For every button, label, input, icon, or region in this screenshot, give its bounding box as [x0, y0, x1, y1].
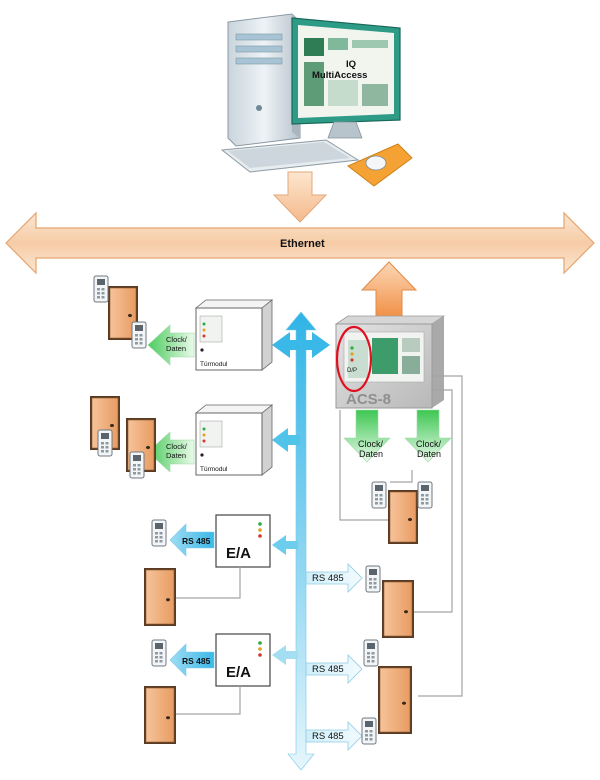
- acs8-clock-label-2b: Daten: [417, 449, 441, 459]
- io-module-2: E/A: [215, 633, 271, 687]
- door-module-2: Türmodul: [194, 404, 274, 476]
- door-icon: [382, 580, 414, 638]
- acs8-to-ethernet-arrow: [360, 261, 418, 323]
- door-module-1-clock-b: Daten: [166, 344, 186, 353]
- rs485-right-2-label: RS 485: [312, 664, 344, 675]
- rs485-right-3-label: RS 485: [312, 731, 344, 742]
- io-module-2-rs485-label: RS 485: [182, 656, 211, 666]
- acs8-clock-label-1b: Daten: [359, 449, 383, 459]
- computer-to-ethernet-arrow: [272, 171, 328, 223]
- card-reader-icon: [365, 565, 381, 593]
- card-reader-icon: [151, 519, 167, 547]
- ethernet-label: Ethernet: [280, 238, 325, 250]
- door-module-2-clock-a: Clock/: [166, 442, 188, 451]
- rs485-right-3: RS 485: [305, 721, 363, 751]
- io-module-1-rs485-label: RS 485: [182, 536, 211, 546]
- rs485-right-1: RS 485: [305, 563, 363, 593]
- acs8-clock-label-1a: Clock/: [358, 439, 384, 449]
- rs485-right-2: RS 485: [305, 654, 363, 684]
- door-icon: [388, 490, 418, 544]
- card-reader-icon: [371, 481, 387, 509]
- rs485-right-1-label: RS 485: [312, 573, 344, 584]
- readers-group: [93, 275, 433, 745]
- controller-badge: D/P: [347, 368, 357, 374]
- bus-branch-upper-right: [302, 332, 330, 358]
- card-reader-icon: [93, 275, 109, 303]
- door-module-1-clock-a: Clock/: [166, 335, 188, 344]
- card-reader-icon: [129, 451, 145, 479]
- door-module-1: Türmodul: [194, 299, 274, 371]
- controller-wiring: [339, 375, 463, 697]
- acs8-clock-arrow-2: Clock/ Daten: [404, 409, 452, 463]
- io-module-2-name: E/A: [226, 664, 251, 681]
- door-icon: [144, 568, 176, 626]
- door-icon: [144, 686, 176, 744]
- door-module-2-name: Türmodul: [200, 466, 228, 473]
- io-module-1-name: E/A: [226, 545, 251, 562]
- acs8-controller: D/P ACS-8: [334, 315, 446, 409]
- io-module-2-rs485-arrow: RS 485: [169, 643, 215, 677]
- bus-branch-second-left: [272, 428, 300, 452]
- door-module-2-clock-arrow: Clock/ Daten: [147, 431, 195, 473]
- bus-branch-ea-2: [272, 645, 298, 665]
- card-reader-icon: [97, 429, 113, 457]
- bus-branch-upper-left: [272, 332, 300, 358]
- door-module-1-clock-arrow: Clock/ Daten: [147, 324, 195, 366]
- io-wiring: [176, 567, 241, 715]
- screen-label-line2: MultiAccess: [312, 70, 367, 81]
- door-module-1-name: Türmodul: [200, 361, 228, 368]
- card-reader-icon: [151, 639, 167, 667]
- screen-label-line1: IQ: [346, 59, 356, 70]
- bus-branch-ea-1: [272, 535, 298, 555]
- acs8-clock-label-2a: Clock/: [416, 439, 442, 449]
- highlight-circle: [335, 325, 373, 393]
- card-reader-icon: [361, 717, 377, 745]
- card-reader-icon: [363, 639, 379, 667]
- io-module-1-rs485-arrow: RS 485: [169, 523, 215, 557]
- card-reader-icon: [131, 321, 147, 349]
- ethernet-bus-arrow: [5, 211, 595, 275]
- card-reader-icon: [417, 481, 433, 509]
- computer-icon: IQ MultiAccess: [220, 13, 413, 187]
- doors-group: [90, 286, 418, 744]
- acs8-clock-arrow-1: Clock/ Daten: [343, 409, 391, 463]
- door-icon: [378, 666, 412, 734]
- controller-name: ACS-8: [346, 391, 391, 408]
- door-module-2-clock-b: Daten: [166, 451, 186, 460]
- io-module-1: E/A: [215, 514, 271, 568]
- central-bus-arrow: [285, 311, 317, 771]
